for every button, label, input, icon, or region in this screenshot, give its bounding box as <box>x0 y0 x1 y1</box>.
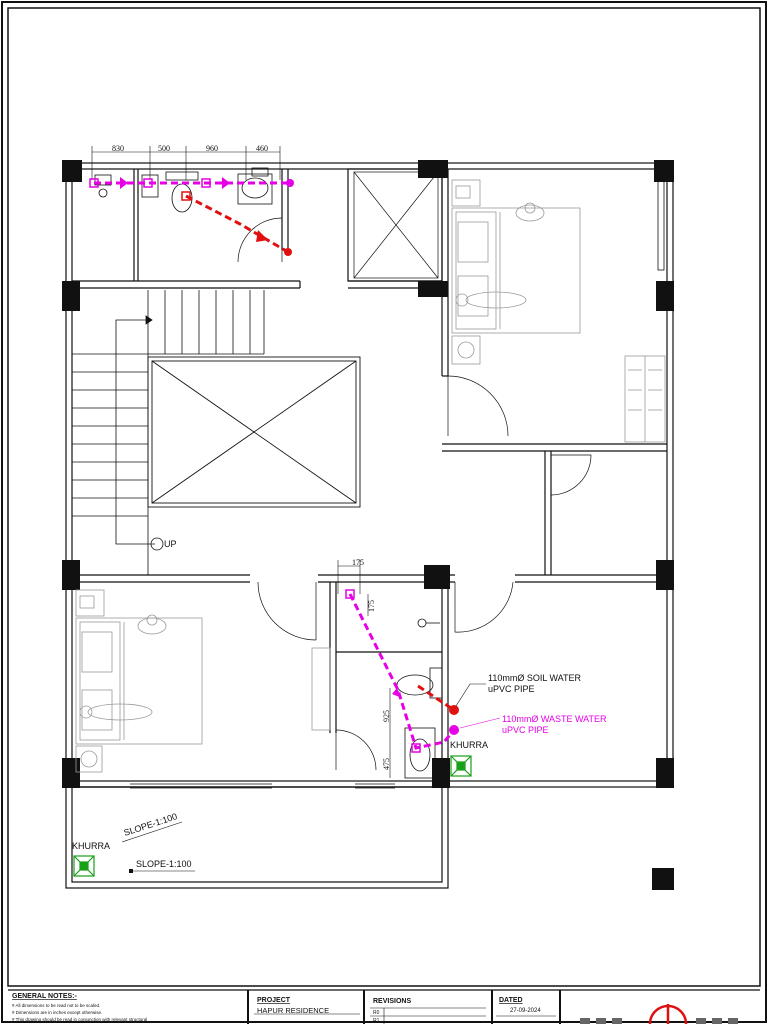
furniture <box>75 179 666 773</box>
title-block <box>8 989 760 1024</box>
dimension-lines <box>91 146 391 778</box>
slope-label-2: SLOPE-1:100 <box>136 859 192 869</box>
waste-label-2: uPVC PIPE <box>502 725 549 735</box>
stair-well <box>147 356 361 508</box>
waste-pipe-markers <box>89 177 459 753</box>
doors <box>237 217 592 771</box>
firm-logo <box>580 1004 738 1024</box>
khurra-label-right: KHURRA <box>450 740 488 750</box>
stair-up-label: UP <box>164 539 177 549</box>
khurra-label-left: KHURRA <box>72 841 110 851</box>
dim-top-2: 500 <box>158 144 170 153</box>
annotation-leaders <box>455 683 486 707</box>
dim-top-4: 460 <box>256 144 268 153</box>
slope-arrow-1 <box>121 821 183 843</box>
dim-top-1: 830 <box>112 144 124 153</box>
dim-top-3: 960 <box>206 144 218 153</box>
general-note-3: # This drawing should be read in conjunc… <box>12 1017 147 1022</box>
project-heading: PROJECT <box>257 997 291 1004</box>
revision-r1: R1 <box>373 1018 380 1024</box>
dim-bath-3: 925 <box>382 710 391 722</box>
dated-heading: DATED <box>499 997 523 1004</box>
soil-label-2: uPVC PIPE <box>488 684 535 694</box>
dim-bath-1: 175 <box>352 558 364 567</box>
khurra-trap-right <box>450 755 472 777</box>
windows <box>130 179 665 789</box>
soil-pipe-markers <box>181 191 459 715</box>
inner-border <box>7 7 761 987</box>
khurra-trap-left <box>73 855 95 877</box>
revisions-heading: REVISIONS <box>373 998 411 1005</box>
general-note-1: # All dimensions to be read not to be sc… <box>12 1003 100 1008</box>
general-notes-heading: GENERAL NOTES:- <box>12 993 77 1000</box>
dim-bath-2: 175 <box>367 600 376 612</box>
waste-water-pipes <box>94 181 456 750</box>
revision-r0: R0 <box>373 1010 380 1016</box>
slope-label-1: SLOPE-1:100 <box>123 811 179 838</box>
slope-arrow-head <box>129 869 133 873</box>
project-name: HAPUR RESIDENCE <box>257 1006 329 1015</box>
staircase <box>72 290 265 575</box>
shaft <box>353 171 439 279</box>
soil-label-1: 110mmØ SOIL WATER <box>488 673 582 683</box>
waste-label-1: 110mmØ WASTE WATER <box>502 714 607 724</box>
general-note-2: # Dimensions are in inches except otherw… <box>12 1010 102 1015</box>
soil-water-pipes <box>185 194 455 712</box>
columns <box>62 160 674 890</box>
dim-bath-4: 475 <box>382 758 391 770</box>
waste-leader <box>459 717 501 729</box>
date-value: 27-09-2024 <box>510 1008 541 1014</box>
walls <box>65 162 674 889</box>
sanitary-fixtures <box>94 167 443 779</box>
